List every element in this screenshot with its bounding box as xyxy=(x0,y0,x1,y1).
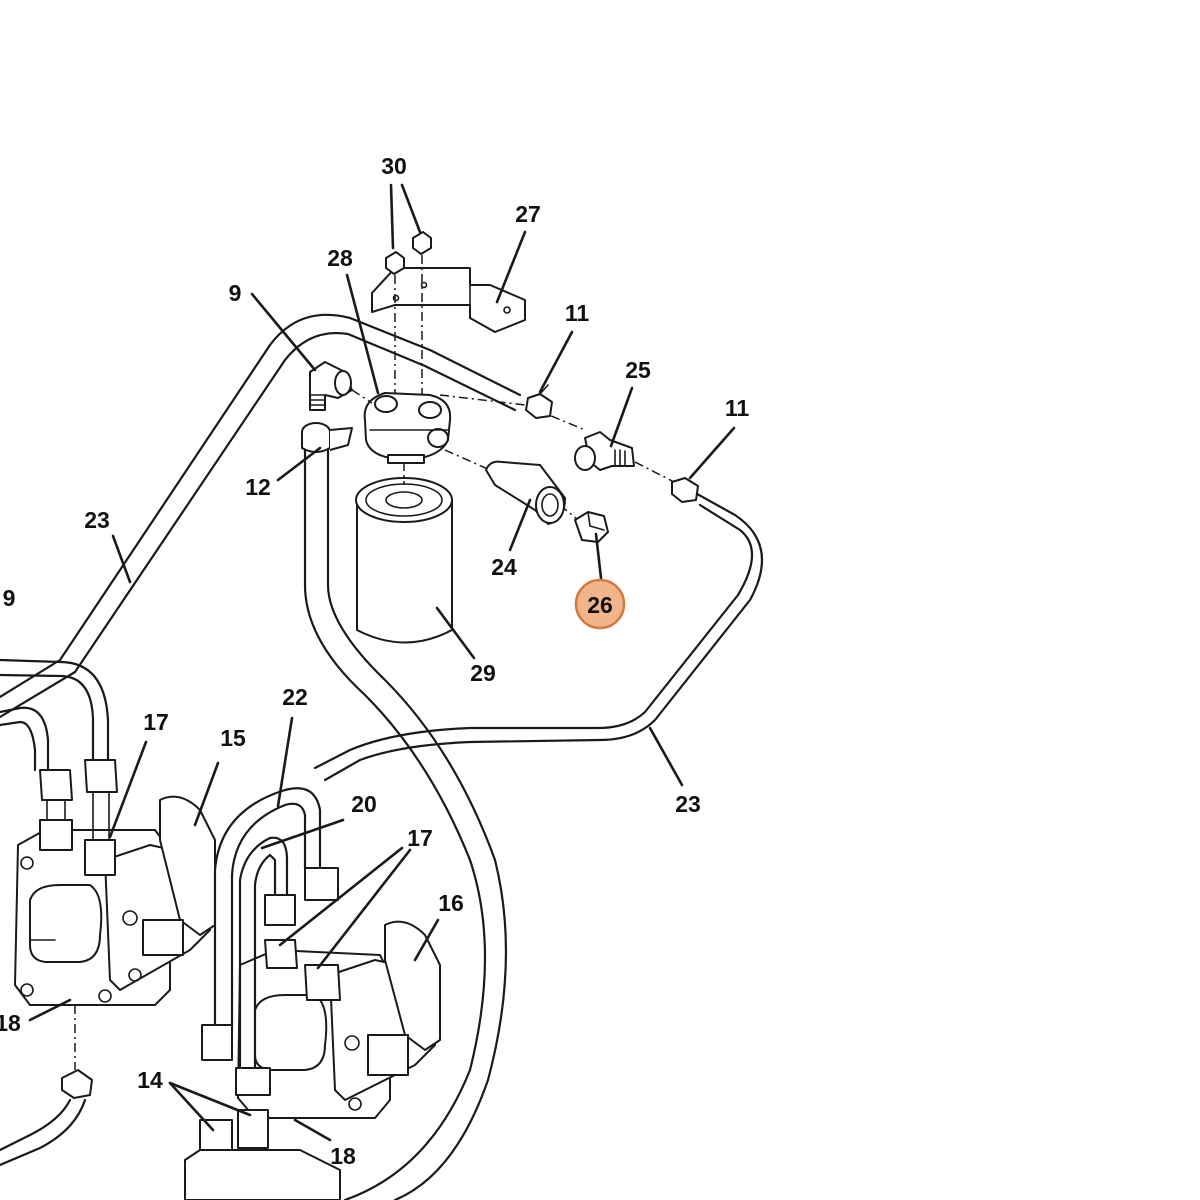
callout-20[interactable]: 20 xyxy=(351,791,377,817)
hydraulic-pump-16 xyxy=(237,920,441,1119)
callout-23-lower[interactable]: 23 xyxy=(675,791,701,817)
callout-22[interactable]: 22 xyxy=(282,684,308,710)
elbow-fitting-9 xyxy=(309,361,373,411)
hydraulic-pump-15 xyxy=(14,795,216,1070)
callout-18-right[interactable]: 18 xyxy=(330,1143,356,1169)
tubes-20-22 xyxy=(201,787,322,1096)
callout-11-upper[interactable]: 11 xyxy=(565,300,590,326)
callout-11-lower[interactable]: 11 xyxy=(725,395,750,421)
callout-9-lower[interactable]: 9 xyxy=(3,585,16,611)
bracket-27 xyxy=(371,267,526,333)
callout-16[interactable]: 16 xyxy=(438,890,464,916)
callout-28[interactable]: 28 xyxy=(327,245,353,271)
assembly-line-top xyxy=(439,394,586,431)
callout-12[interactable]: 12 xyxy=(245,474,271,500)
screws-30 xyxy=(385,231,432,430)
leader-lines xyxy=(28,183,736,1142)
highlight-circle-26[interactable] xyxy=(574,578,626,630)
hose-23-left xyxy=(0,313,522,719)
callout-17-left[interactable]: 17 xyxy=(143,709,169,735)
callout-29[interactable]: 29 xyxy=(470,660,496,686)
fittings-17-left xyxy=(39,759,118,876)
callout-27[interactable]: 27 xyxy=(515,201,541,227)
callout-17-right[interactable]: 17 xyxy=(407,825,433,851)
callout-23-upper[interactable]: 23 xyxy=(84,507,110,533)
clamp-12 xyxy=(301,422,353,453)
clamp-11-lower xyxy=(671,477,699,503)
callout-15[interactable]: 15 xyxy=(220,725,246,751)
callout-26[interactable]: 26 xyxy=(587,592,613,618)
filter-head-28 xyxy=(363,392,452,464)
callout-9-upper[interactable]: 9 xyxy=(229,280,242,306)
fittings-17-right xyxy=(264,867,341,1001)
tubes-left xyxy=(0,658,110,772)
assembly-line-right xyxy=(444,449,491,471)
callout-14[interactable]: 14 xyxy=(137,1067,163,1093)
callout-24[interactable]: 24 xyxy=(491,554,517,580)
adapter-24 xyxy=(485,460,566,525)
fittings-14 xyxy=(184,1109,341,1200)
hose-lower-left xyxy=(0,1069,93,1167)
callout-18-left[interactable]: 18 xyxy=(0,1010,21,1036)
callout-labels: 30 27 28 9 11 25 11 12 23 24 26 29 9 22 … xyxy=(0,153,749,1169)
plug-26 xyxy=(574,511,609,543)
filter-cartridge-29 xyxy=(355,462,453,644)
tee-fitting-25 xyxy=(574,431,635,471)
hose-23-right xyxy=(313,488,764,782)
callout-30[interactable]: 30 xyxy=(381,153,407,179)
hose-12-loop xyxy=(303,446,508,1200)
clamp-11-upper xyxy=(525,384,553,419)
callout-25[interactable]: 25 xyxy=(625,357,651,383)
